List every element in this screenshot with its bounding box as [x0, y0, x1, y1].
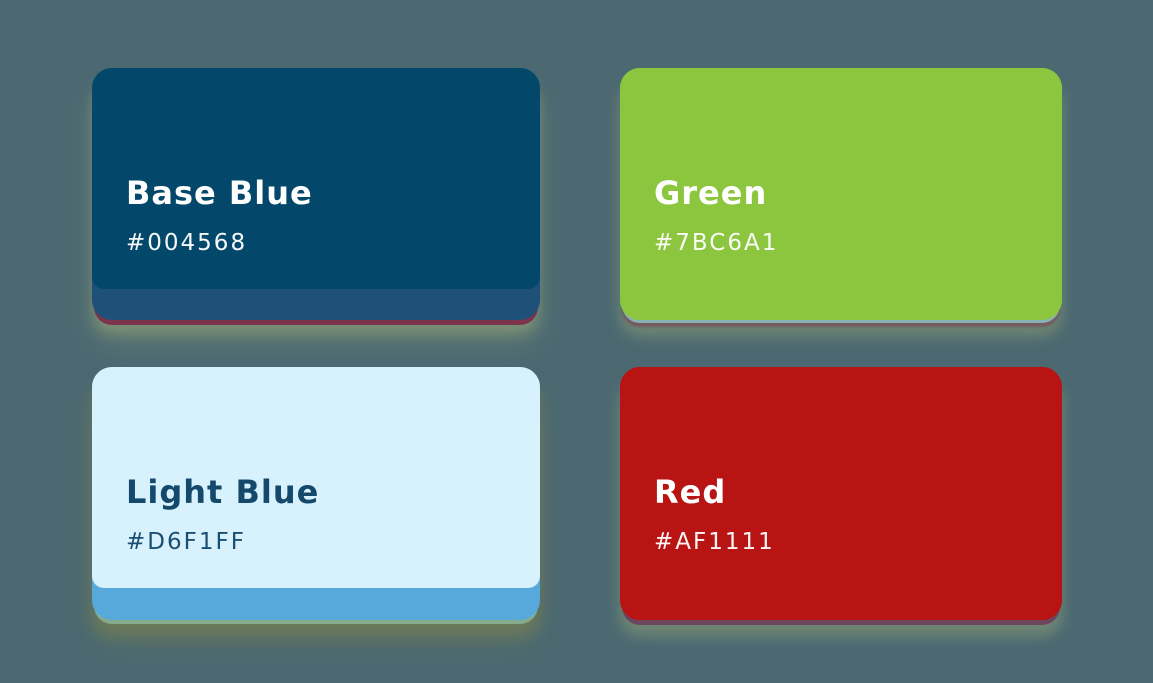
card-face: Light Blue #D6F1FF	[92, 367, 540, 588]
color-hex-label: #AF1111	[654, 529, 775, 555]
color-card-light-blue[interactable]: Light Blue #D6F1FF	[92, 367, 540, 620]
color-hex-label: #004568	[126, 230, 248, 256]
color-name-label: Base Blue	[126, 174, 313, 212]
color-card-red[interactable]: Red #AF1111	[620, 367, 1062, 620]
card-face: Red #AF1111	[620, 367, 1062, 620]
color-hex-label: #D6F1FF	[126, 529, 246, 555]
color-name-label: Red	[654, 473, 727, 511]
palette-grid: Base Blue #004568 Green #7BC6A1 Light Bl…	[92, 68, 1062, 620]
color-card-green[interactable]: Green #7BC6A1	[620, 68, 1062, 320]
card-face: Base Blue #004568	[92, 68, 540, 289]
color-hex-label: #7BC6A1	[654, 230, 779, 256]
color-name-label: Light Blue	[126, 473, 320, 511]
card-face: Green #7BC6A1	[620, 68, 1062, 320]
color-card-base-blue[interactable]: Base Blue #004568	[92, 68, 540, 320]
color-name-label: Green	[654, 174, 768, 212]
